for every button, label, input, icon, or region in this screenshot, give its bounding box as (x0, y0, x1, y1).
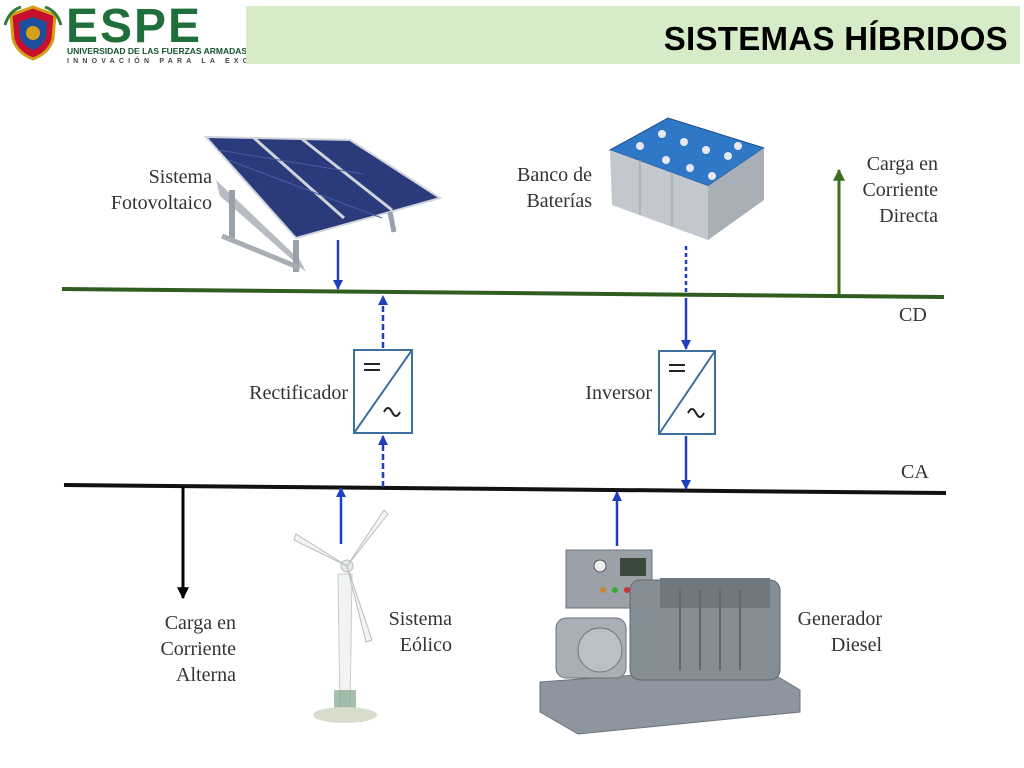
ac-bus-label: CA (901, 461, 929, 483)
inverter-converter (658, 350, 716, 435)
dc-bus-label: CD (899, 304, 927, 326)
battery-bank-icon (608, 117, 766, 240)
university-name: UNIVERSIDAD DE LAS FUERZAS ARMADAS (67, 46, 248, 56)
solar-panel-icon (203, 135, 443, 272)
espe-shield-icon (3, 5, 63, 61)
espe-wordmark: ESPE (66, 0, 203, 53)
inverter-label: Inversor (585, 382, 652, 404)
university-motto: INNOVACIÓN PARA LA EXCELENCIA (67, 58, 313, 65)
diesel-generator-icon (539, 549, 801, 735)
rectifier-converter (353, 349, 413, 434)
slide-header: ESPE UNIVERSIDAD DE LAS FUERZAS ARMADAS … (0, 0, 1024, 70)
wind-turbine-icon (293, 509, 389, 723)
title-bar: SISTEMAS HÍBRIDOS (246, 6, 1020, 64)
dc-bus-line (61, 287, 945, 299)
slide-title: SISTEMAS HÍBRIDOS (663, 20, 1008, 57)
rectifier-label: Rectificador (249, 382, 348, 404)
ac-bus-line (63, 483, 947, 495)
